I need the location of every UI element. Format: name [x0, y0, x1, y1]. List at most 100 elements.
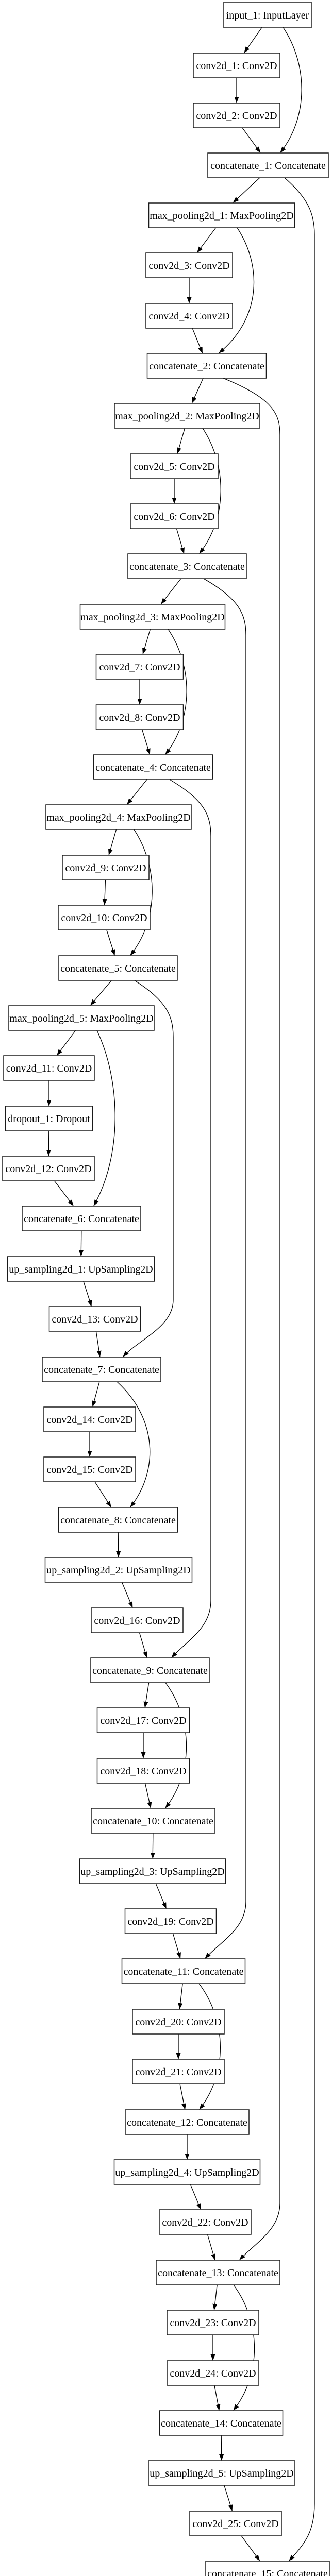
node-box-up_sampling2d_5	[148, 2460, 295, 2486]
edge-conv2d_10-to-concatenate_5	[106, 929, 115, 956]
node-box-conv2d_4	[145, 303, 233, 329]
node-box-dropout_1	[5, 1106, 93, 1131]
edge-max_pooling2d_1-to-conv2d_3	[197, 227, 217, 253]
node-conv2d_11: conv2d_11: Conv2D	[3, 1055, 95, 1081]
node-box-concatenate_6	[22, 1206, 141, 1231]
node-box-conv2d_17	[96, 1707, 190, 1733]
node-box-conv2d_24	[167, 2360, 259, 2386]
node-max_pooling2d_5: max_pooling2d_5: MaxPooling2D	[8, 1005, 155, 1031]
node-conv2d_20: conv2d_20: Conv2D	[132, 2009, 225, 2035]
node-box-conv2d_13	[48, 1306, 141, 1332]
edge-concatenate_14-to-up_sampling2d_5	[219, 2435, 224, 2461]
node-conv2d_17: conv2d_17: Conv2D	[96, 1707, 190, 1733]
node-label-conv2d_3: conv2d_3: Conv2D	[148, 260, 229, 272]
node-conv2d_14: conv2d_14: Conv2D	[43, 1406, 136, 1432]
edge-concatenate_4-to-max_pooling2d_4	[127, 779, 147, 805]
node-conv2d_25: conv2d_25: Conv2D	[189, 2511, 282, 2536]
node-concatenate_1: concatenate_1: Concatenate	[207, 152, 329, 178]
node-label-conv2d_16: conv2d_16: Conv2D	[94, 1615, 180, 1626]
edge-concatenate_11-to-concatenate_12	[198, 1983, 221, 2110]
node-label-input_1: input_1: InputLayer	[226, 10, 309, 21]
node-up_sampling2d_2: up_sampling2d_2: UpSampling2D	[44, 1557, 193, 1583]
edge-conv2d_2-to-concatenate_1	[242, 127, 261, 153]
node-box-conv2d_15	[43, 1456, 136, 1482]
node-label-conv2d_18: conv2d_18: Conv2D	[100, 1766, 186, 1777]
node-box-max_pooling2d_1	[148, 202, 295, 228]
node-label-max_pooling2d_2: max_pooling2d_2: MaxPooling2D	[115, 411, 259, 422]
node-box-max_pooling2d_3	[79, 604, 226, 630]
node-label-concatenate_13: concatenate_13: Concatenate	[158, 2267, 278, 2279]
node-box-concatenate_3	[127, 553, 247, 579]
edge-conv2d_19-to-concatenate_11	[172, 1933, 181, 1959]
node-label-dropout_1: dropout_1: Dropout	[8, 1113, 90, 1125]
edge-conv2d_15-to-concatenate_8	[94, 1481, 111, 1507]
node-label-conv2d_22: conv2d_22: Conv2D	[162, 2217, 248, 2228]
node-box-max_pooling2d_2	[114, 403, 260, 429]
node-box-up_sampling2d_2	[44, 1557, 193, 1583]
node-concatenate_5: concatenate_5: Concatenate	[58, 955, 178, 981]
node-label-conv2d_2: conv2d_2: Conv2D	[196, 110, 277, 122]
node-concatenate_15: concatenate_15: Concatenate	[205, 2561, 330, 2576]
edge-max_pooling2d_2-to-concatenate_3	[199, 428, 221, 554]
node-conv2d_10: conv2d_10: Conv2D	[58, 905, 151, 930]
node-box-concatenate_12	[125, 2109, 250, 2135]
node-box-conv2d_6	[130, 503, 219, 529]
node-max_pooling2d_1: max_pooling2d_1: MaxPooling2D	[148, 202, 295, 228]
node-label-concatenate_15: concatenate_15: Concatenate	[207, 2568, 328, 2576]
node-label-conv2d_6: conv2d_6: Conv2D	[134, 511, 214, 522]
edge-concatenate_2-to-max_pooling2d_2	[191, 378, 204, 403]
edge-conv2d_24-to-concatenate_14	[214, 2385, 221, 2411]
node-label-concatenate_2: concatenate_2: Concatenate	[149, 361, 264, 372]
node-box-conv2d_16	[91, 1607, 184, 1633]
node-label-concatenate_7: concatenate_7: Concatenate	[44, 1364, 159, 1376]
node-box-conv2d_5	[130, 453, 219, 479]
edge-concatenate_9-to-conv2d_17	[143, 1682, 150, 1708]
node-box-concatenate_8	[58, 1507, 178, 1533]
node-label-conv2d_4: conv2d_4: Conv2D	[148, 311, 229, 322]
edge-concatenate_13-to-concatenate_14	[233, 2284, 255, 2411]
node-concatenate_12: concatenate_12: Concatenate	[125, 2109, 250, 2135]
node-label-conv2d_17: conv2d_17: Conv2D	[100, 1715, 186, 1726]
node-box-conv2d_2	[193, 103, 280, 128]
edge-concatenate_9-to-concatenate_10	[165, 1682, 187, 1808]
node-up_sampling2d_3: up_sampling2d_3: UpSampling2D	[79, 1858, 226, 1884]
node-box-conv2d_21	[132, 2059, 225, 2084]
edge-conv2d_4-to-concatenate_2	[192, 328, 203, 353]
node-box-concatenate_10	[91, 1808, 215, 1834]
node-concatenate_10: concatenate_10: Concatenate	[91, 1808, 215, 1834]
edge-concatenate_13-to-conv2d_23	[212, 2284, 218, 2310]
node-label-conv2d_10: conv2d_10: Conv2D	[61, 912, 147, 924]
node-label-conv2d_12: conv2d_12: Conv2D	[5, 1163, 91, 1175]
node-concatenate_9: concatenate_9: Concatenate	[90, 1657, 210, 1683]
edge-concatenate_7-to-concatenate_8	[117, 1381, 151, 1507]
node-box-conv2d_3	[145, 252, 233, 278]
edge-dropout_1-to-conv2d_12	[46, 1130, 51, 1156]
node-label-conv2d_5: conv2d_5: Conv2D	[134, 461, 214, 472]
node-conv2d_19: conv2d_19: Conv2D	[124, 1908, 217, 1934]
node-up_sampling2d_5: up_sampling2d_5: UpSampling2D	[148, 2460, 295, 2486]
edge-layer	[46, 27, 315, 2561]
node-label-conv2d_24: conv2d_24: Conv2D	[170, 2368, 256, 2379]
node-label-concatenate_5: concatenate_5: Concatenate	[60, 963, 176, 974]
edge-conv2d_21-to-concatenate_12	[179, 2083, 187, 2110]
node-box-conv2d_12	[2, 1156, 95, 1181]
node-up_sampling2d_4: up_sampling2d_4: UpSampling2D	[113, 2159, 261, 2185]
node-max_pooling2d_4: max_pooling2d_4: MaxPooling2D	[45, 804, 192, 830]
node-label-up_sampling2d_5: up_sampling2d_5: UpSampling2D	[150, 2468, 293, 2479]
node-label-conv2d_13: conv2d_13: Conv2D	[52, 1314, 138, 1325]
node-concatenate_13: concatenate_13: Concatenate	[156, 2260, 280, 2285]
node-box-up_sampling2d_3	[79, 1858, 226, 1884]
node-box-conv2d_25	[189, 2511, 282, 2536]
edge-up_sampling2d_3-to-conv2d_19	[155, 1883, 167, 1909]
edge-conv2d_25-to-concatenate_15	[241, 2535, 260, 2561]
edge-conv2d_12-to-concatenate_6	[54, 1180, 74, 1206]
node-label-up_sampling2d_2: up_sampling2d_2: UpSampling2D	[46, 1565, 190, 1576]
node-label-conv2d_14: conv2d_14: Conv2D	[46, 1414, 132, 1426]
edge-concatenate_3-to-max_pooling2d_3	[161, 578, 181, 604]
node-conv2d_7: conv2d_7: Conv2D	[95, 654, 184, 680]
edge-input_1-to-conv2d_1	[244, 27, 262, 53]
node-label-conv2d_23: conv2d_23: Conv2D	[170, 2317, 256, 2329]
node-label-max_pooling2d_1: max_pooling2d_1: MaxPooling2D	[150, 210, 293, 222]
